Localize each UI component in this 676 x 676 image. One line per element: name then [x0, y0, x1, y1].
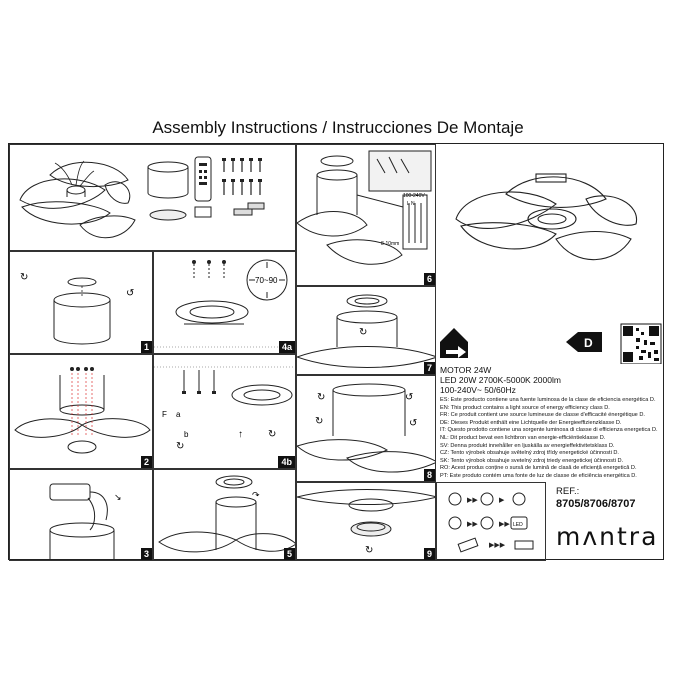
panel-step-4b: F a b ↻ ↑ ↻ 4b: [153, 354, 296, 469]
force-a-label: a: [176, 410, 181, 419]
energy-statement-line: NL: Dit product bevat een lichtbron van …: [440, 435, 606, 441]
energy-statement-line: EN: This product contains a light source…: [440, 404, 610, 411]
product-illustration: [455, 173, 638, 261]
panel-step-1: ↻ ↺ 1: [9, 251, 153, 354]
panel-reference: REF.: 8705/8706/8707 mʌntra: [546, 482, 665, 561]
rotate-icon-left: ↻: [317, 392, 325, 403]
rotate-icon-right: ↺: [126, 288, 134, 299]
energy-statement-line: ES: Este producto contiene una fuente lu…: [440, 397, 656, 403]
overview-illustration: [19, 156, 265, 239]
power-spec: 100-240V~ 50/60Hz: [440, 385, 516, 395]
angle-label: 70~90: [255, 276, 278, 285]
voltage-label: 100-240V~: [403, 193, 428, 199]
page-title: Assembly Instructions / Instrucciones De…: [152, 118, 524, 137]
arrow-icon: ↘: [114, 492, 122, 502]
panel-product: [436, 144, 665, 314]
rotate-icon: ↻: [365, 545, 373, 556]
step-number: 8: [423, 469, 435, 481]
led-spec: LED 20W 2700K-5000K 2000lm: [440, 375, 561, 385]
step-number: 2: [140, 456, 152, 468]
energy-statement-line: RO: Acest produs conține o sursă de lumi…: [440, 465, 637, 472]
panel-step-6: 100-240V~ L N 8-10mm 6: [296, 144, 436, 286]
step-number: 5: [283, 548, 295, 560]
svg-text:D: D: [584, 336, 593, 350]
ln-label: L N: [407, 201, 415, 207]
led-badge: LED: [513, 522, 523, 528]
svg-text:▶▶▶: ▶▶▶: [489, 542, 506, 549]
panel-energy-info: D MOTOR 24W LED 20W 2700K-5000K 2000lm 1…: [436, 314, 665, 482]
panel-step-8: ↻ ↺ ↻ ↺ 8: [296, 375, 436, 482]
step-6-illustration: 100-240V~ L N 8-10mm: [297, 150, 432, 265]
strip-length-label: 8-10mm: [381, 241, 399, 247]
panel-step-9: ↻ 9: [296, 482, 436, 561]
force-b-label: b: [184, 430, 189, 439]
step-number: 4a: [278, 341, 295, 353]
qr-code-icon: [620, 323, 662, 364]
svg-text:▶▶: ▶▶: [467, 521, 478, 528]
step-number: 1: [140, 341, 152, 353]
rotate-icon: ↷: [252, 490, 260, 500]
ref-numbers: 8705/8706/8707: [556, 498, 636, 510]
rotate-icon: ↻: [176, 441, 184, 452]
remote-pairing-illustration: ▶▶▶ ▶▶▶▶ ▶▶▶ LED: [448, 492, 534, 553]
step-number: 7: [423, 362, 435, 374]
energy-icons: D: [440, 323, 662, 364]
step-number: 3: [140, 548, 152, 560]
energy-statement-line: SV: Denna produkt innehåller en ljuskäll…: [440, 442, 615, 449]
ref-label: REF.:: [556, 486, 580, 497]
arrow-up-icon: ↑: [238, 429, 243, 440]
rotate-icon: ↻: [359, 327, 367, 338]
panel-step-4a: 70~90 4a: [153, 251, 296, 354]
step-2-illustration: [14, 367, 151, 454]
motor-spec: MOTOR 24W: [440, 365, 492, 375]
house-icon: [440, 328, 468, 358]
brand-logo: mʌntra: [556, 522, 659, 551]
energy-statement-line: FR: Ce produit contient une source lumin…: [440, 412, 645, 419]
svg-text:▶▶: ▶▶: [499, 521, 510, 528]
panel-step-7: ↻ 7: [296, 286, 436, 375]
panel-remote-pairing: ▶▶▶ ▶▶▶▶ ▶▶▶ LED: [436, 482, 546, 561]
panel-overview: [9, 144, 296, 251]
rotate-icon-right-2: ↺: [409, 418, 417, 429]
step-8-illustration: ↻ ↺ ↻ ↺: [297, 383, 435, 473]
force-f-label: F: [162, 410, 167, 419]
step-9-illustration: ↻: [297, 489, 435, 556]
step-1-illustration: ↻ ↺: [20, 272, 134, 345]
rotate-icon-left-2: ↻: [315, 416, 323, 427]
step-number: 6: [423, 273, 435, 285]
panel-step-3: ↘ 3: [9, 469, 153, 561]
svg-text:▶▶: ▶▶: [467, 497, 478, 504]
rotate-icon-right: ↺: [405, 392, 413, 403]
energy-statement-line: SK: Tento výrobok obsahuje svetelný zdro…: [440, 457, 624, 464]
rotate-icon-2: ↻: [268, 429, 276, 440]
step-7-illustration: ↻: [297, 294, 435, 368]
energy-statement-line: PT: Este produto contém uma fonte de luz…: [440, 473, 637, 479]
step-4b-illustration: F a b ↻ ↑ ↻: [154, 366, 295, 452]
step-number: 4b: [278, 456, 295, 468]
energy-class-label: D: [566, 332, 602, 352]
panel-step-5: ↷ 5: [153, 469, 296, 561]
rotate-icon-left: ↻: [20, 272, 28, 283]
step-number: 9: [423, 548, 435, 560]
energy-statement-line: DE: Dieses Produkt enthält eine Lichtque…: [440, 419, 622, 426]
svg-text:▶: ▶: [499, 497, 505, 504]
energy-statement-line: IT: Questo prodotto contiene una sorgent…: [440, 427, 658, 434]
step-3-illustration: ↘: [49, 483, 122, 560]
step-4a-illustration: 70~90: [154, 259, 295, 348]
energy-statement-line: CZ: Tento výrobek obsahuje světelný zdro…: [440, 450, 619, 457]
panel-step-2: 2: [9, 354, 153, 469]
step-5-illustration: ↷: [158, 475, 295, 553]
instruction-sheet: ↻ ↺ 1 70~90 4a: [8, 143, 665, 561]
